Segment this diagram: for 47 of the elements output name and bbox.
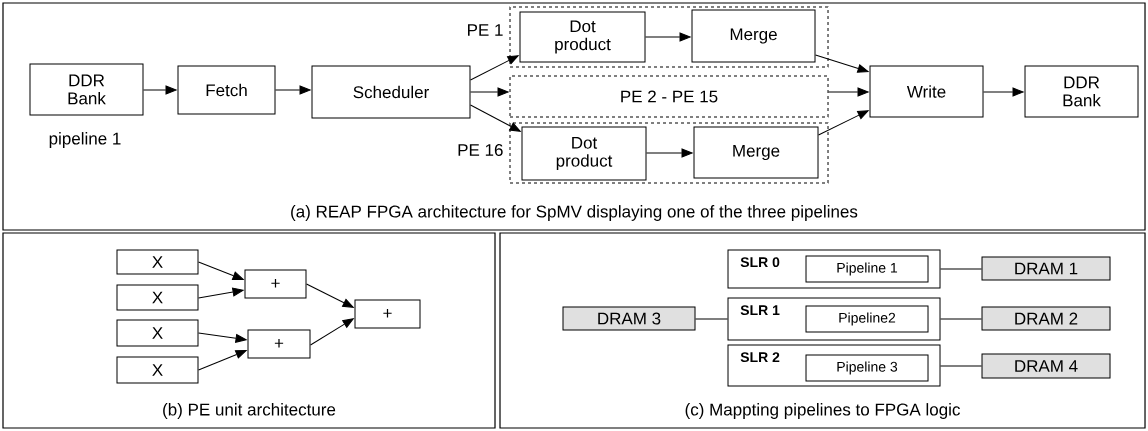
arrow	[275, 85, 311, 95]
arrow	[198, 287, 244, 299]
arrow	[470, 104, 521, 132]
operator-box: X	[116, 356, 199, 384]
connector-line	[940, 365, 982, 367]
memory-box: DRAM 1	[981, 256, 1111, 281]
memory-box: DRAM 2	[981, 306, 1111, 331]
arrow	[645, 32, 691, 42]
connector-line	[695, 318, 728, 320]
process-box: Write	[869, 65, 984, 118]
arrow	[470, 87, 509, 97]
process-box: Dot product	[521, 126, 647, 181]
arrow	[143, 85, 177, 95]
process-box: Scheduler	[311, 65, 471, 119]
process-box: DDR Bank	[29, 63, 144, 116]
arrow	[470, 55, 519, 81]
operator-box: X	[116, 249, 199, 275]
node-label: PE 16	[458, 143, 503, 157]
arrow	[815, 54, 869, 73]
arrow	[306, 283, 354, 308]
arrow	[198, 332, 247, 343]
connector-line	[940, 318, 982, 320]
dashed-group: PE 2 - PE 15	[509, 75, 829, 118]
connector-line	[940, 268, 982, 270]
memory-box: DRAM 3	[562, 306, 696, 331]
process-box: Dot product	[519, 11, 646, 63]
caption-text: pipeline 1	[49, 132, 121, 148]
process-box: Merge	[691, 9, 816, 63]
memory-box: DRAM 4	[981, 353, 1111, 379]
operator-box: X	[116, 319, 199, 347]
process-box: DDR Bank	[1024, 65, 1139, 118]
operator-box: +	[247, 329, 311, 359]
arrow	[198, 350, 247, 371]
process-box: Fetch	[177, 65, 276, 115]
process-box: Merge	[693, 126, 819, 179]
node-label: PE 1	[468, 24, 503, 36]
arrow	[646, 148, 693, 158]
operator-box: +	[244, 269, 307, 299]
pipeline-box: Pipeline 1	[805, 255, 929, 283]
arrow	[198, 261, 244, 280]
operator-box: X	[116, 284, 199, 311]
operator-box: +	[354, 299, 421, 329]
pipeline-box: Pipeline2	[805, 305, 929, 333]
pipeline-box: Pipeline 3	[805, 354, 929, 382]
arrow	[828, 87, 869, 97]
arrow	[983, 87, 1024, 97]
arrow	[310, 318, 354, 346]
